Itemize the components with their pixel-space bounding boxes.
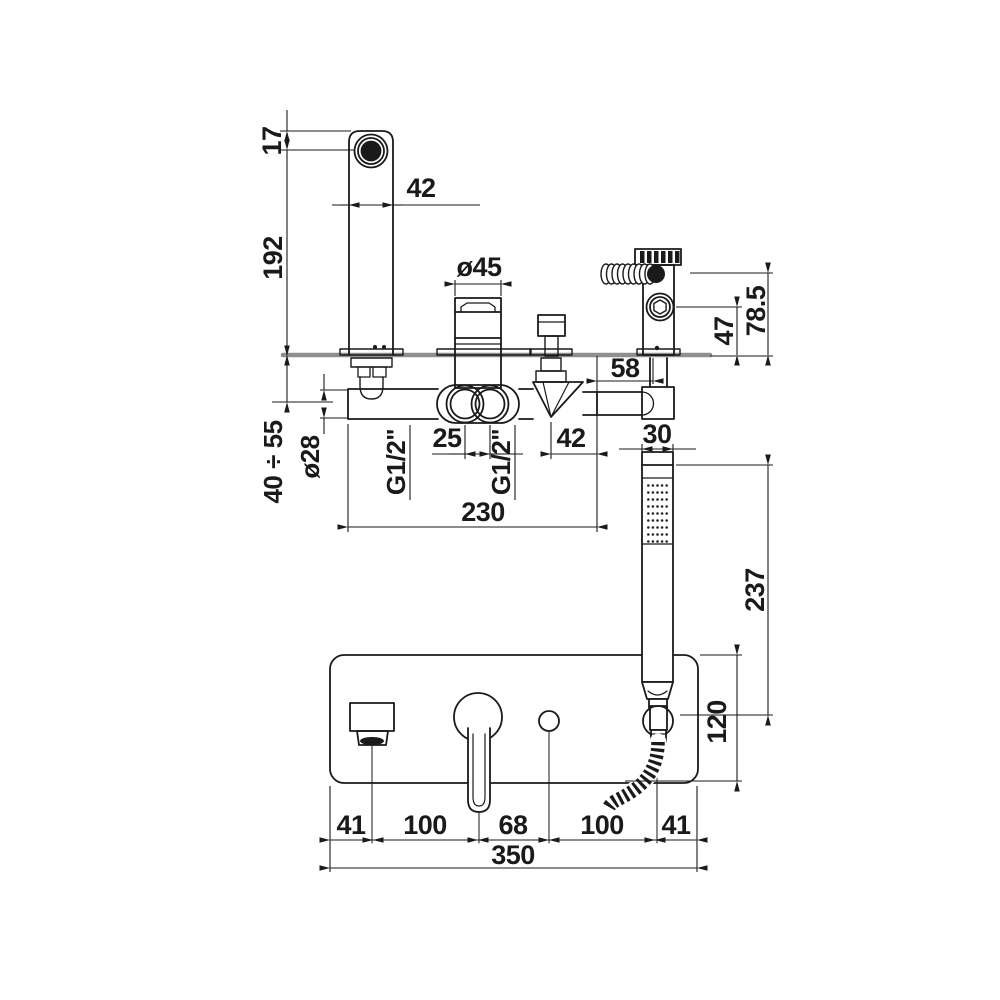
dim-screw-height: 47 [709,316,739,345]
dimension-labels: 17 192 42 ø45 58 47 78.5 40 ÷ 55 ø28 G1/… [257,126,771,870]
hand-shower [600,451,674,816]
coil-handle [600,263,656,285]
dim-edge-right: 41 [661,810,691,840]
dim-holder-offset: 58 [610,353,640,383]
dim-edge-left: 41 [336,810,366,840]
inlet-port-right [470,384,510,424]
spout-outlet [353,133,389,169]
spray-face [646,482,669,544]
dim-handshower-diameter: 30 [642,419,671,449]
dim-lever-spacing: 68 [498,810,528,840]
dim-spout-height: 192 [258,236,288,280]
dim-shower-spacing: 100 [580,810,624,840]
plan-view [329,654,699,844]
shower-holder [600,248,682,420]
spout-plan [349,702,395,746]
dim-deck-thickness-range: 40 ÷ 55 [258,420,288,503]
dim-inlet-left: G1/2" [381,429,411,495]
dim-handshower-length: 237 [740,568,770,612]
front-view [280,130,713,816]
diverter-knob [529,314,584,418]
dim-body-length: 230 [461,497,505,527]
dim-diverter-offset: 42 [556,423,585,453]
dim-plate-depth: 120 [702,700,732,744]
inlet-port-left [445,384,485,424]
dimension-lines [272,110,773,872]
dim-inlet-right: G1/2" [486,429,516,495]
manifold [347,384,643,424]
dim-spout-outlet-offset: 17 [257,126,287,155]
spout-front [339,130,404,400]
dim-holder-height: 78.5 [741,285,771,336]
hex-screw [645,292,675,322]
lever-handle-plan [453,692,503,813]
dim-plate-width: 350 [491,840,535,870]
mixer-knob [436,297,532,389]
diverter-plan [538,710,560,732]
dim-ports-spacing: 25 [432,423,462,453]
dim-spout-spacing: 100 [403,810,447,840]
dim-spout-width: 42 [406,173,435,203]
dim-knob-diameter: ø45 [456,252,502,282]
mounting-plate-plan [329,654,699,784]
dim-pipe-diameter: ø28 [295,435,325,478]
